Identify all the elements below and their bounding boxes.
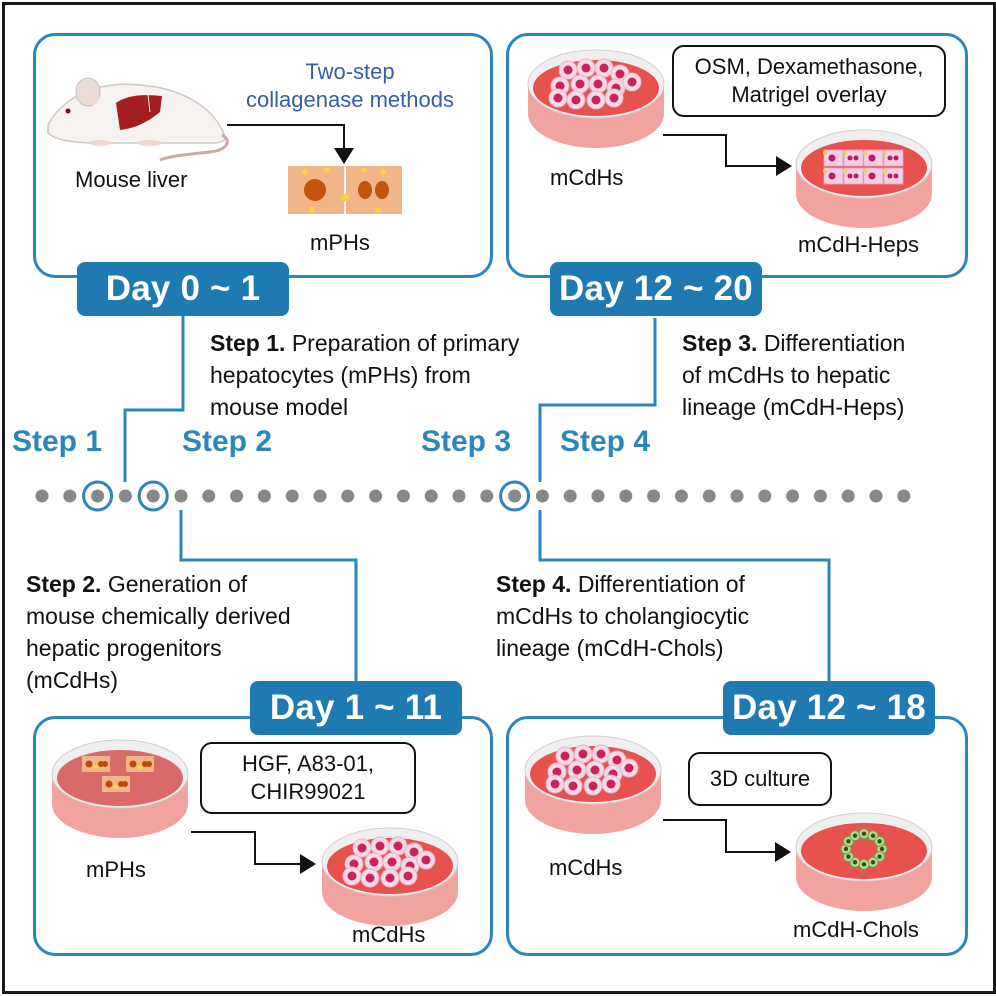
step4-line1: Differentiation of: [577, 571, 745, 597]
step2-reagent-line1: HGF, A83-01,: [241, 751, 375, 776]
method-label-line2: collagenase methods: [246, 87, 454, 112]
timeline-dot: [535, 489, 549, 503]
timeline-dot: [619, 489, 633, 503]
step2-reagent-box: HGF, A83-01, CHIR99021: [200, 742, 416, 814]
timeline-dot: [786, 489, 800, 503]
method-label-line1: Two-step: [305, 59, 395, 84]
step1-connector: [123, 315, 185, 482]
timeline-dot: [313, 489, 327, 503]
timeline-dot: [563, 489, 577, 503]
timeline-dot: [869, 489, 883, 503]
timeline-dot: [647, 489, 661, 503]
timeline-dot: [285, 489, 299, 503]
step3-reagent-box: OSM, Dexamethasone, Matrigel overlay: [672, 45, 946, 117]
step2-title: Step 2.: [26, 571, 102, 597]
timeline: [35, 480, 911, 512]
step4-line3: lineage (mCdH-Chols): [496, 635, 724, 661]
step4-product-label: mCdH-Chols: [793, 917, 919, 942]
timeline-dot: [341, 489, 355, 503]
step4-title: Step 4.: [496, 571, 572, 597]
step1-line1: Preparation of primary: [291, 330, 520, 356]
step3-description: Step 3. Differentiation of mCdHs to hepa…: [682, 327, 905, 423]
step3-line1: Differentiation: [763, 330, 906, 356]
timeline-dot: [897, 489, 911, 503]
timeline-dot: [674, 489, 688, 503]
timeline-dot: [841, 489, 855, 503]
step3-source-label: mCdHs: [550, 165, 624, 190]
timeline-dot: [369, 489, 383, 503]
step4-reagent-line1: 3D culture: [709, 766, 811, 791]
timeline-dot: [591, 489, 605, 503]
timeline-milestone-ring: [82, 480, 114, 512]
step4-line2: mCdHs to cholangiocytic: [496, 603, 750, 629]
timeline-dot: [813, 489, 827, 503]
mphs-label: mPHs: [310, 230, 370, 255]
step1-title: Step 1.: [210, 330, 286, 356]
day-badge-0-1: Day 0 ~ 1: [77, 262, 289, 316]
step1-description: Step 1. Preparation of primary hepatocyt…: [210, 327, 519, 423]
method-label: Two-step collagenase methods: [230, 58, 470, 114]
timeline-dot: [146, 489, 160, 503]
step2-line2: mouse chemically derived: [26, 603, 291, 629]
timeline-dot: [35, 489, 49, 503]
step2-line1: Generation of: [107, 571, 248, 597]
step3-title: Step 3.: [682, 330, 758, 356]
timeline-dot: [480, 489, 494, 503]
step2-connector: [179, 510, 358, 685]
step4-description: Step 4. Differentiation of mCdHs to chol…: [496, 568, 749, 664]
step1-line2: hepatocytes (mPHs) from: [210, 362, 471, 388]
day-badge-1-11: Day 1 ~ 11: [250, 681, 462, 735]
timeline-milestone-ring: [499, 480, 531, 512]
step4-connector: [538, 510, 831, 685]
day-badge-12-20: Day 12 ~ 20: [550, 262, 762, 316]
timeline-milestone-ring: [137, 480, 169, 512]
step1-line3: mouse model: [210, 394, 349, 420]
timeline-dot: [118, 489, 132, 503]
timeline-dot: [758, 489, 772, 503]
timeline-dot: [508, 489, 522, 503]
timeline-dot: [174, 489, 188, 503]
step4-source-label: mCdHs: [549, 855, 623, 880]
step3-line2: of mCdHs to hepatic: [682, 362, 891, 388]
timeline-step-1-label: Step 1: [12, 425, 103, 458]
step2-source-label: mPHs: [86, 857, 146, 882]
timeline-dot: [63, 489, 77, 503]
step2-line3: hepatic progenitors: [26, 635, 222, 661]
timeline-dot: [202, 489, 216, 503]
step2-product-label: mCdHs: [352, 922, 426, 947]
step4-reagent-box: 3D culture: [688, 752, 832, 806]
step2-reagent-line2: CHIR99021: [250, 779, 366, 804]
timeline-dot: [91, 489, 105, 503]
mouse-liver-label: Mouse liver: [75, 167, 188, 192]
step3-product-label: mCdH-Heps: [798, 232, 920, 257]
step2-description: Step 2. Generation of mouse chemically d…: [26, 568, 291, 696]
day-badge-12-18: Day 12 ~ 18: [723, 681, 935, 735]
timeline-dot: [702, 489, 716, 503]
timeline-dot: [452, 489, 466, 503]
step1-panel: [33, 33, 493, 278]
step3-reagent-line1: OSM, Dexamethasone,: [694, 54, 924, 79]
timeline-step-2-label: Step 2: [182, 425, 273, 458]
step2-line4: (mCdHs): [26, 667, 118, 693]
timeline-dot: [257, 489, 271, 503]
timeline-dot: [396, 489, 410, 503]
timeline-step-4-label: Step 4: [560, 425, 651, 458]
step3-line3: lineage (mCdH-Heps): [682, 394, 905, 420]
step3-reagent-line2: Matrigel overlay: [731, 82, 887, 107]
step3-connector: [538, 318, 657, 482]
timeline-dot: [730, 489, 744, 503]
timeline-step-3-label: Step 3: [421, 425, 512, 458]
timeline-dot: [230, 489, 244, 503]
timeline-dot: [424, 489, 438, 503]
